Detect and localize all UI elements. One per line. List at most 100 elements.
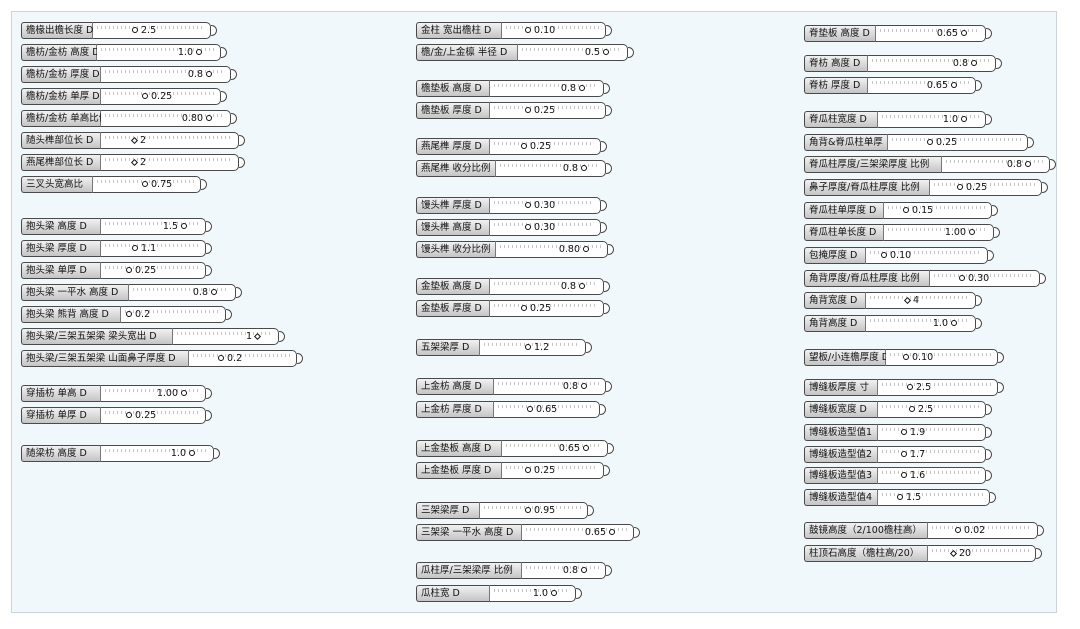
output-port[interactable] [1040, 273, 1046, 284]
slider-track[interactable]: 0.8 [522, 562, 606, 579]
output-port[interactable] [994, 227, 1000, 238]
slider-track[interactable]: 1 [173, 328, 279, 345]
slider-track[interactable]: 0.65 [876, 25, 986, 42]
output-port[interactable] [221, 91, 227, 102]
output-port[interactable] [634, 527, 640, 538]
slider-value-group[interactable]: 0.65 [937, 26, 967, 41]
slider-value-group[interactable]: 0.10 [881, 248, 911, 263]
slider-knob-icon[interactable] [218, 355, 224, 361]
slider-knob-icon[interactable] [126, 311, 132, 317]
output-port[interactable] [608, 244, 614, 255]
slider-knob-icon[interactable] [581, 383, 587, 389]
slider-knob-icon[interactable] [525, 202, 531, 208]
slider-value-group[interactable]: 4 [903, 293, 919, 308]
slider-value-group[interactable]: 1.9 [901, 425, 925, 440]
slider-knob-icon[interactable] [527, 406, 533, 412]
slider-value-group[interactable]: 1.0 [933, 316, 957, 331]
slider-track[interactable]: 0.25 [490, 300, 604, 317]
output-port[interactable] [576, 588, 582, 599]
slider-value-group[interactable]: 0.30 [525, 198, 555, 213]
slider-knob-icon[interactable] [525, 507, 531, 513]
slider-track[interactable]: 2.5 [878, 401, 986, 418]
slider-track[interactable]: 1.7 [878, 446, 986, 463]
slider-knob-icon[interactable] [969, 229, 975, 235]
slider-value-group[interactable]: 0.2 [218, 351, 242, 366]
slider-knob-icon[interactable] [579, 283, 585, 289]
slider-knob-icon[interactable] [959, 275, 965, 281]
output-port[interactable] [998, 352, 1004, 363]
slider-track[interactable]: 0.25 [101, 407, 206, 424]
slider-value-group[interactable]: 0.8 [563, 161, 587, 176]
output-port[interactable] [606, 163, 612, 174]
slider-value-group[interactable]: 20 [949, 546, 971, 561]
slider-knob-icon[interactable] [126, 412, 132, 418]
output-port[interactable] [1050, 159, 1056, 170]
output-port[interactable] [988, 250, 994, 261]
slider-track[interactable]: 0.25 [490, 138, 601, 155]
slider-value-group[interactable]: 0.2 [126, 307, 150, 322]
slider-value-group[interactable]: 0.25 [126, 263, 156, 278]
slider-value-group[interactable]: 0.8 [1007, 157, 1031, 172]
slider-value-group[interactable]: 0.80 [182, 111, 212, 126]
slider-value-group[interactable]: 2.5 [907, 380, 931, 395]
slider-track[interactable]: 0.25 [490, 102, 606, 119]
slider-track[interactable]: 0.8 [129, 284, 236, 301]
slider-value-group[interactable]: 0.25 [521, 139, 551, 154]
output-port[interactable] [986, 404, 992, 415]
slider-track[interactable]: 2 [101, 132, 239, 149]
slider-track[interactable]: 0.8 [496, 160, 606, 177]
slider-knob-icon[interactable] [961, 30, 967, 36]
slider-knob-icon[interactable] [927, 139, 933, 145]
slider-track[interactable]: 1.00 [101, 385, 206, 402]
output-port[interactable] [1036, 548, 1042, 559]
output-port[interactable] [586, 342, 592, 353]
output-port[interactable] [206, 265, 212, 276]
number-slider[interactable]: 柱顶石高度（檐柱高/20）20 [804, 545, 1042, 562]
slider-track[interactable]: 1.5 [878, 489, 990, 506]
slider-value-group[interactable]: 0.8 [561, 81, 585, 96]
output-port[interactable] [606, 381, 612, 392]
slider-value-group[interactable]: 0.30 [959, 271, 989, 286]
slider-knob-icon[interactable] [955, 527, 961, 533]
output-port[interactable] [604, 83, 610, 94]
slider-track[interactable]: 0.75 [93, 176, 201, 193]
slider-knob-icon[interactable] [583, 445, 589, 451]
slider-value-group[interactable]: 1.0 [533, 586, 557, 601]
slider-value-group[interactable]: 0.8 [953, 56, 977, 71]
slider-track[interactable]: 2.5 [93, 22, 211, 39]
slider-track[interactable]: 1.0 [101, 445, 214, 462]
slider-track[interactable]: 0.5 [518, 44, 628, 61]
slider-knob-icon[interactable] [901, 451, 907, 457]
slider-value-group[interactable]: 1.5 [163, 219, 187, 234]
slider-value-group[interactable]: 1.7 [901, 447, 925, 462]
slider-track[interactable]: 0.2 [189, 350, 297, 367]
slider-value-group[interactable]: 0.10 [525, 23, 555, 38]
slider-track[interactable]: 0.10 [502, 22, 606, 39]
output-port[interactable] [986, 427, 992, 438]
slider-track[interactable]: 2.5 [878, 379, 998, 396]
slider-value-group[interactable]: 0.10 [903, 350, 933, 365]
slider-knob-icon[interactable] [525, 467, 531, 473]
slider-knob-icon[interactable] [581, 567, 587, 573]
slider-knob-icon[interactable] [583, 246, 589, 252]
output-port[interactable] [606, 105, 612, 116]
